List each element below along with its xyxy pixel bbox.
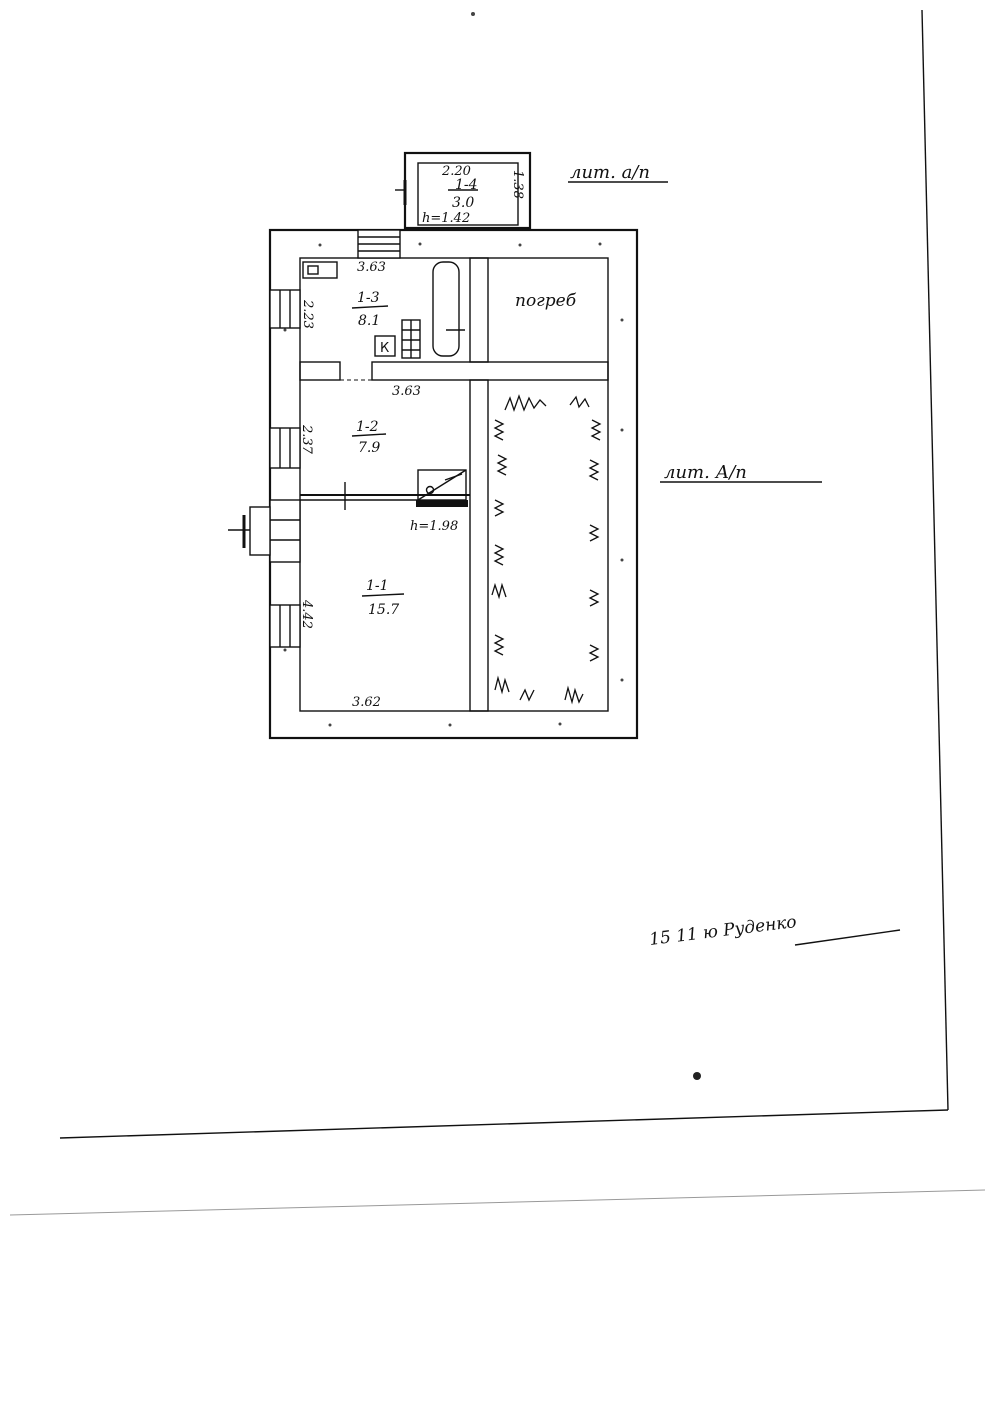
frame-right-line [921, 9, 949, 1111]
room-1-2-id: 1-2 [356, 419, 379, 435]
room-1-3-length: 2.23 [300, 299, 315, 329]
room-1-3-width: 3.63 [357, 260, 386, 275]
vestibule-annex [395, 151, 532, 230]
room-1-3-id: 1-3 [357, 290, 380, 306]
scan-edge-line [9, 1189, 986, 1216]
room-1-1-area: 15.7 [368, 602, 399, 618]
room-1-4-width: 2.20 [441, 164, 471, 179]
room-1-3-fraction-line [351, 305, 389, 309]
room-1-2-width: 3.63 [392, 384, 421, 399]
room-1-4-area: 3.0 [452, 195, 474, 211]
frame-bottom-line [59, 1109, 949, 1139]
outer-walls [268, 228, 639, 740]
room-1-1-fraction-line [361, 593, 405, 597]
scan-speck [471, 12, 475, 16]
cellar-hatching [491, 394, 602, 705]
room-1-1-length: 4.42 [299, 599, 314, 629]
signature-stroke [794, 929, 901, 946]
room-1-2-length: 2.37 [299, 424, 314, 455]
kitchen-mark: К [380, 341, 389, 356]
cellar-label: погреб [515, 291, 577, 311]
signature-note: 15 11 ю Руденко [648, 912, 798, 950]
kitchen-fixtures [302, 261, 465, 359]
main-height: h=1.98 [410, 519, 458, 534]
lit-a-big-label: лит. А/п [664, 462, 747, 483]
entry-steps [357, 229, 401, 259]
side-entrance [228, 499, 301, 563]
room-1-2-area: 7.9 [358, 440, 380, 456]
room-1-4-id: 1-4 [455, 177, 478, 193]
room-1-4-length: 1.38 [510, 170, 525, 199]
room-1-2-fraction-line [351, 433, 387, 437]
room-1-1-width: 3.62 [352, 695, 381, 710]
room-1-4-height: h=1.42 [422, 211, 470, 226]
scan-blot [693, 1072, 701, 1080]
room-1-1-id: 1-1 [366, 578, 389, 594]
room-1-3-area: 8.1 [358, 313, 380, 329]
kitchen-stove-icon [374, 335, 396, 357]
lit-a-small-label: лит. а/п [570, 162, 650, 183]
left-windows [269, 289, 301, 648]
partitions [299, 257, 609, 712]
furnace [416, 469, 468, 507]
